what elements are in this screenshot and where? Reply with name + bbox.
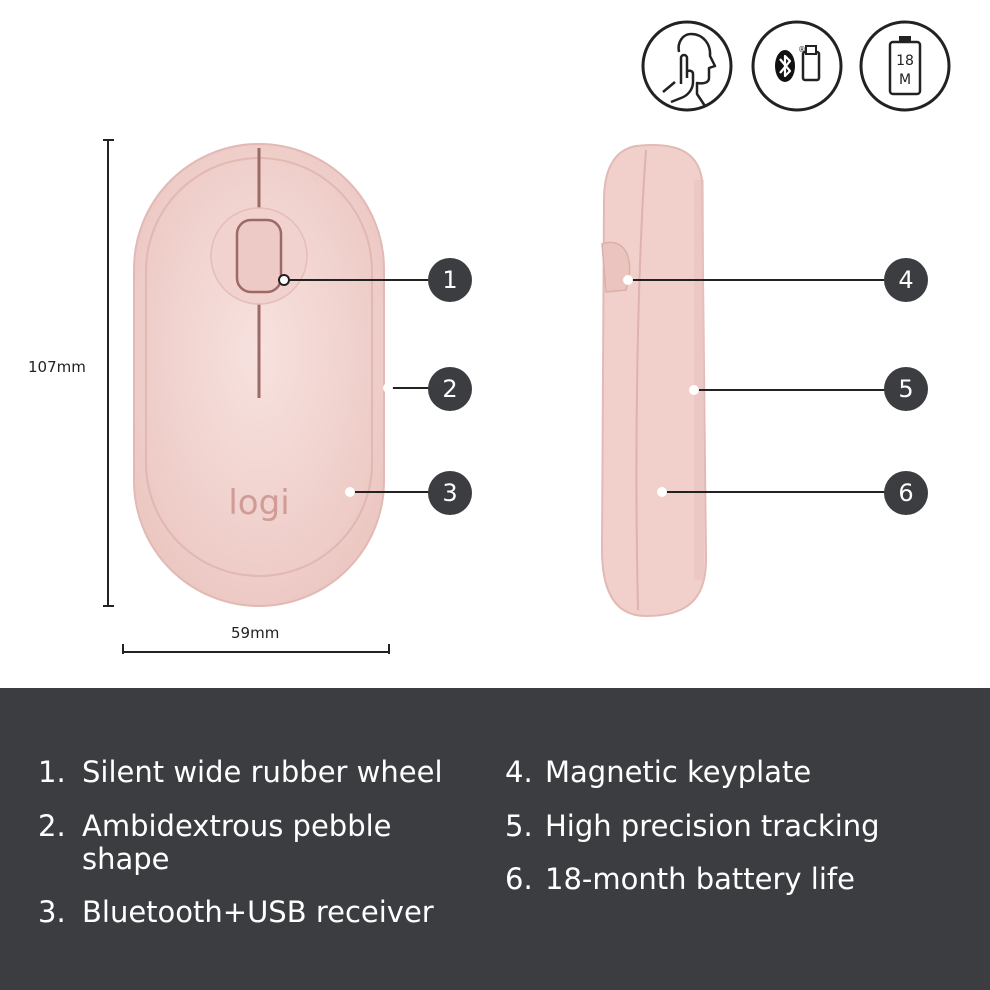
callout-3: 3 (428, 471, 472, 515)
feature-text: Magnetic keyplate (545, 755, 812, 789)
feature-item-4: 4. Magnetic keyplate (505, 756, 811, 789)
feature-item-3: 3. Bluetooth+USB receiver (38, 896, 434, 929)
feature-text: High precision tracking (545, 809, 880, 843)
feature-number: 2. (38, 809, 66, 843)
callout-5: 5 (884, 367, 928, 411)
battery-months-unit: M (899, 72, 911, 88)
feature-number: 1. (38, 755, 66, 789)
height-dimension-line (103, 139, 114, 607)
callout-2: 2 (428, 367, 472, 411)
feature-number: 5. (505, 809, 533, 843)
feature-text: Ambidextrous pebble shape (82, 809, 392, 876)
feature-item-6: 6. 18-month battery life (505, 863, 855, 896)
registered-mark: ® (798, 45, 806, 54)
bluetooth-usb-icon: ® (751, 20, 843, 112)
product-diagram-area: ® 18 M 107mm 59mm (28, 20, 951, 654)
battery-18m-icon: 18 M (859, 20, 951, 112)
feature-text: Bluetooth+USB receiver (82, 895, 434, 929)
feature-text: 18-month battery life (545, 862, 855, 896)
feature-number: 3. (38, 895, 66, 929)
callout-6: 6 (884, 471, 928, 515)
feature-item-2: 2. Ambidextrous pebble shape (38, 810, 432, 876)
width-dimension-line (122, 644, 390, 654)
callout-1: 1 (428, 258, 472, 302)
feature-list-panel: 1. Silent wide rubber wheel 2. Ambidextrou… (0, 688, 990, 990)
callout-leader-lines (278, 274, 886, 493)
feature-number: 6. (505, 862, 533, 896)
battery-months-number: 18 (896, 53, 914, 69)
height-label: 107mm (28, 358, 86, 376)
feature-item-5: 5. High precision tracking (505, 810, 880, 843)
feature-number: 4. (505, 755, 533, 789)
feature-text: Silent wide rubber wheel (82, 755, 443, 789)
silent-click-icon (641, 20, 733, 112)
feature-item-1: 1. Silent wide rubber wheel (38, 756, 443, 789)
logi-logo: logi (228, 483, 289, 523)
callout-4: 4 (884, 258, 928, 302)
mouse-side-view (600, 144, 708, 618)
width-label: 59mm (231, 624, 280, 642)
